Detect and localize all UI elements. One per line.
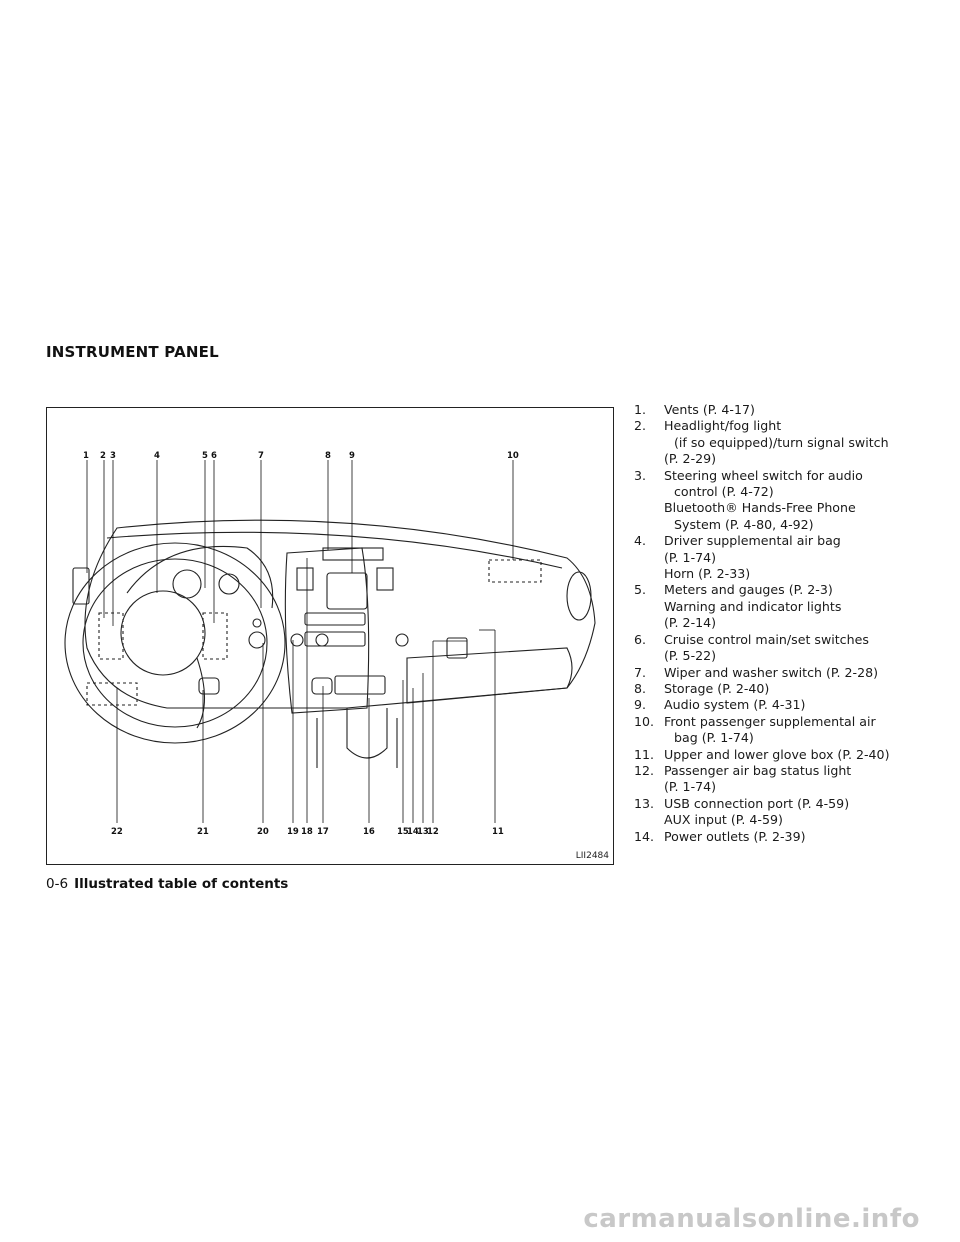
page-number: 0-6 [46,876,69,892]
index-item-number: 8. [634,680,647,696]
index-item-text: AUX input (P. 4-59) [664,812,783,828]
callout-11: 11 [492,827,504,837]
callout-15: 15 [397,827,409,837]
index-item-text: Steering wheel switch for audio [664,467,863,483]
index-item-text: (if so equipped)/turn signal switch [674,434,889,450]
instrument-panel-illustration: 1 2 3 4 5 6 7 8 9 10 22 21 20 19 18 17 1… [46,407,614,865]
index-item: 13. USB connection port (P. 4-59)AUX inpu… [634,796,934,829]
index-item: 7. Wiper and washer switch (P. 2-28) [634,665,934,681]
section-title: INSTRUMENT PANEL [46,343,219,361]
callout-18: 18 [301,827,313,837]
callout-8: 8 [325,451,331,461]
index-item: 8. Storage (P. 2-40) [634,681,934,697]
index-item-text: System (P. 4-80, 4-92) [674,516,814,532]
callout-13: 13 [417,827,429,837]
index-item-text: (P. 2-29) [664,451,717,467]
index-item-number: 7. [634,664,647,680]
index-item: 9. Audio system (P. 4-31) [634,697,934,713]
index-item-number: 11. [634,746,655,762]
index-item-text: Front passenger supplemental air [664,713,876,729]
callout-20: 20 [257,827,269,837]
callout-5: 5 [202,451,208,461]
index-item-number: 13. [634,795,655,811]
callout-2: 2 [100,451,106,461]
index-item-text: Storage (P. 2-40) [664,680,770,696]
watermark: carmanualsonline.info [583,1204,920,1234]
index-item-text: (P. 2-14) [664,615,717,631]
index-item-number: 12. [634,762,655,778]
index-item-text: (P. 1-74) [664,779,717,795]
callout-7: 7 [258,451,264,461]
index-item-text: Headlight/fog light [664,418,782,434]
index-item-text: Warning and indicator lights [664,598,842,614]
instrument-panel-index: 1. Vents (P. 4-17) 2. Headlight/fog light(i… [634,402,934,845]
callout-10: 10 [507,451,519,461]
callout-22: 22 [111,827,123,837]
chapter-title: Illustrated table of contents [74,876,289,892]
index-item-text: Cruise control main/set switches [664,631,869,647]
callout-9: 9 [349,451,355,461]
index-item-text: Audio system (P. 4-31) [664,697,806,713]
index-item: 14. Power outlets (P. 2-39) [634,829,934,845]
page-footer: 0-6 Illustrated table of contents [46,876,288,892]
callout-17: 17 [317,827,329,837]
index-item-text: Horn (P. 2-33) [664,566,751,582]
index-item-text: Vents (P. 4-17) [664,402,755,417]
index-item-text: Power outlets (P. 2-39) [664,828,806,844]
index-item-number: 5. [634,582,647,598]
index-item-text: (P. 5-22) [664,648,717,664]
callout-4: 4 [154,451,160,461]
index-item-number: 3. [634,467,647,483]
index-item: 4. Driver supplemental air bag(P. 1-74)Ho… [634,533,934,582]
index-item-text: USB connection port (P. 4-59) [664,795,850,811]
index-item-number: 14. [634,828,655,844]
index-item-text: bag (P. 1-74) [674,730,754,746]
callout-3: 3 [110,451,116,461]
index-item-text: Driver supplemental air bag [664,533,841,549]
dashboard-drawing: 1 2 3 4 5 6 7 8 9 10 22 21 20 19 18 17 1… [64,451,596,837]
callout-14: 14 [407,827,419,837]
index-item: 11. Upper and lower glove box (P. 2-40) [634,747,934,763]
index-item-number: 9. [634,697,647,713]
figure-id: LII2484 [575,851,609,861]
callout-12: 12 [427,827,439,837]
index-item: 1. Vents (P. 4-17) [634,402,934,418]
index-item: 6. Cruise control main/set switches(P. 5-… [634,632,934,665]
callout-21: 21 [197,827,209,837]
index-item-number: 2. [634,418,647,434]
index-item-number: 1. [634,402,647,417]
index-item-number: 6. [634,631,647,647]
index-item-text: control (P. 4-72) [674,484,774,500]
callout-6: 6 [211,451,217,461]
index-item: 2. Headlight/fog light(if so equipped)/tu… [634,418,934,467]
index-item-number: 4. [634,533,647,549]
index-item-text: Meters and gauges (P. 2-3) [664,582,833,598]
index-item-text: Upper and lower glove box (P. 2-40) [664,746,890,762]
callout-1: 1 [83,451,89,461]
index-item-number: 10. [634,713,655,729]
index-item-text: Wiper and washer switch (P. 2-28) [664,664,879,680]
index-item: 5. Meters and gauges (P. 2-3)Warning and … [634,582,934,631]
callout-19: 19 [287,827,299,837]
index-item-text: Passenger air bag status light [664,762,852,778]
index-item-text: (P. 1-74) [664,549,717,565]
callout-16: 16 [363,827,375,837]
index-item-text: Bluetooth® Hands-Free Phone [664,500,856,516]
index-item: 12. Passenger air bag status light(P. 1-7… [634,763,934,796]
